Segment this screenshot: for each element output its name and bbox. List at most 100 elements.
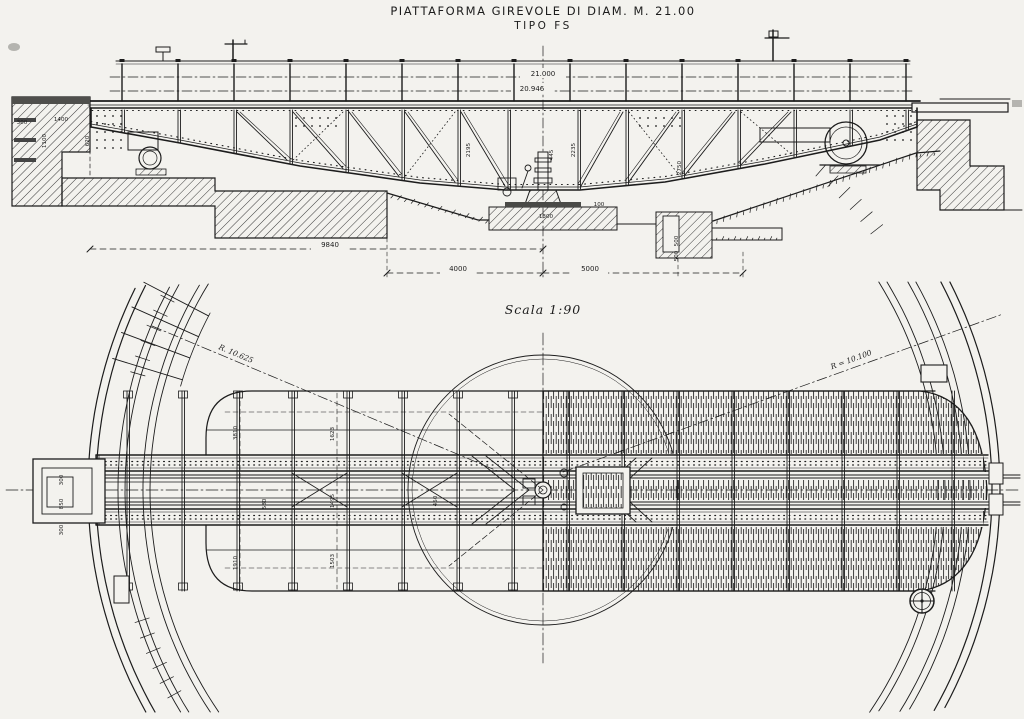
rivet-dot (96, 123, 98, 125)
label-mask (511, 83, 553, 93)
rubble-tick (410, 198, 416, 204)
rubble-tick (933, 152, 936, 156)
rivet-dot (335, 117, 337, 119)
railing-post-cap (679, 59, 685, 62)
bracket-foot (508, 582, 518, 591)
rivet-dot (639, 117, 641, 119)
cross-beams (123, 390, 955, 592)
truss-diagonal (407, 111, 459, 181)
rivet-row-bottom (90, 120, 918, 186)
rubble-tick (721, 236, 725, 241)
sleeper-tick (112, 357, 183, 381)
rivet-dot (886, 139, 888, 141)
rail-clamp-b (988, 493, 1004, 516)
rivet-dot (112, 123, 114, 125)
truss-bottom-chord-inner (90, 123, 918, 188)
dim-foundation-width: 1300 (539, 214, 554, 220)
rivet-dot (655, 117, 657, 119)
elevation-view: 21.000 20.946 9840 4000 5000 445 2195 22… (11, 29, 1023, 280)
wall-ledger-1 (14, 118, 36, 122)
sleeper-tick (849, 199, 862, 210)
rivet-dot (104, 147, 106, 149)
rubble-tick (926, 151, 929, 157)
railing-post-cap (231, 59, 237, 62)
sleeper-tick (815, 164, 827, 177)
rubble-tick (775, 237, 778, 241)
rivet-dot (894, 115, 896, 117)
sleeper-tick (870, 224, 883, 235)
rubble-tick (478, 216, 483, 222)
rubble-tick (908, 153, 911, 160)
rivet-dot (910, 131, 912, 133)
bracket-foot (123, 390, 133, 399)
sleeper-tick (860, 211, 873, 222)
sleeper-tick (146, 647, 161, 654)
bracket-foot (178, 582, 188, 591)
pit-arc-left (142, 284, 211, 713)
rubble-tick (769, 236, 773, 241)
bracket-foot (508, 390, 518, 399)
photo-mark (1012, 100, 1022, 107)
rivet-dot (671, 125, 673, 127)
bracket-foot (398, 582, 408, 591)
dim-center-drain: 5000 (581, 265, 599, 273)
rivet-dot (104, 139, 106, 141)
rivet-dot (902, 131, 904, 133)
rubble-tick (855, 171, 858, 178)
label-mask (440, 263, 476, 274)
rivet-dot (902, 115, 904, 117)
truss-diagonal (684, 111, 736, 176)
truss-diagonal (625, 111, 677, 180)
railing-post-cap (343, 59, 349, 62)
rivet-dot (894, 139, 896, 141)
left-wheel-inner (142, 150, 158, 166)
plan-view: R. 10.625 R = 10.100 3810 1910 1623 1495… (5, 164, 1022, 713)
rivet-dot (303, 125, 305, 127)
rubble-tick (882, 162, 884, 169)
bracket-foot (453, 582, 463, 591)
bracket-foot (288, 390, 298, 399)
dim-center-step: 4000 (449, 265, 467, 273)
rivet-dot (96, 147, 98, 149)
rubble-tick (458, 213, 461, 217)
bracket-foot (398, 390, 408, 399)
rubble-tick (437, 206, 443, 211)
rubble-tick (485, 220, 488, 224)
rubble-tick (723, 215, 725, 222)
railing-post-cap (567, 59, 573, 62)
rivet-dot (910, 139, 912, 141)
rubble-tick (739, 237, 742, 241)
rivet-dot (112, 131, 114, 133)
rubble-tick (451, 209, 456, 215)
photo-smudge (8, 43, 20, 51)
dim-truss-right: 2235 (571, 142, 577, 157)
label-mask (819, 342, 887, 378)
dim-rail-gauge: 1495 (330, 493, 336, 508)
railing-post-cap (735, 59, 741, 62)
rubble-tick (842, 175, 845, 182)
rivet-dot (910, 123, 912, 125)
dim-walkway-top: 3810 (233, 425, 239, 440)
rivet-dot (319, 117, 321, 119)
dim-walkway-bottom: 1910 (233, 555, 239, 570)
rivet-dot (120, 147, 122, 149)
dim-bracket-bottom: 1503 (330, 553, 336, 568)
pole-lamp-right (768, 30, 779, 38)
truss-diagonal (463, 111, 509, 185)
dim-inner-length: 20.946 (520, 85, 545, 93)
railing-post-cap (623, 59, 629, 62)
wall-ledger-3 (14, 158, 36, 162)
right-pit-wall (916, 119, 1005, 211)
rubble-tick (736, 211, 738, 218)
rubble-tick (776, 197, 778, 205)
rivet-dot (671, 117, 673, 119)
wall-ledger-2 (14, 138, 36, 142)
rivet-dot (120, 139, 122, 141)
rail-clamp-a (988, 462, 1004, 485)
rubble-tick (444, 209, 448, 213)
pivot-link (521, 170, 529, 189)
dim-lock-middle: 850 (59, 498, 65, 509)
rubble-tick (763, 237, 766, 241)
rail-strip-mask-top (545, 472, 1022, 480)
truss-diagonal (737, 111, 789, 164)
